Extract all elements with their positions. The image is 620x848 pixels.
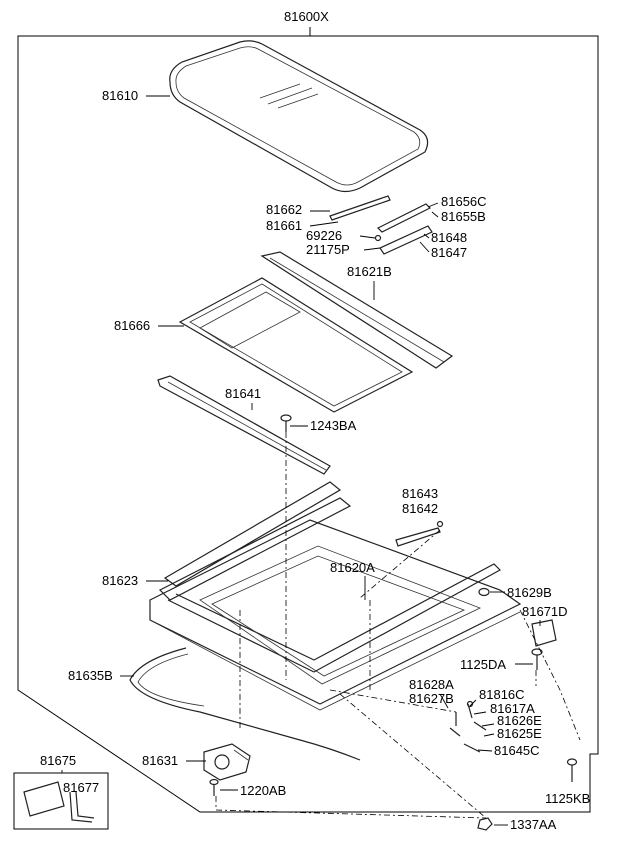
nut-1337AA xyxy=(477,817,493,831)
label-1125DA: 1125DA xyxy=(460,657,506,672)
guide-rail-81648 xyxy=(379,225,433,255)
sunroof-frame xyxy=(149,481,522,711)
drain-clip-81643 xyxy=(395,527,441,547)
label-81621B: 81621B xyxy=(347,264,392,279)
label-81635B: 81635B xyxy=(68,668,113,683)
label-81620A: 81620A xyxy=(330,560,375,575)
label-81629B: 81629B xyxy=(507,585,552,600)
drive-cable-81635B xyxy=(129,647,361,761)
label-1337AA: 1337AA xyxy=(510,817,557,832)
assembly-label: 81600X xyxy=(284,9,329,24)
deflector-81641 xyxy=(157,375,331,475)
label-81628A: 81628A xyxy=(409,677,454,692)
label-81677: 81677 xyxy=(63,780,99,795)
label-81631: 81631 xyxy=(142,753,178,768)
screw-1220AB xyxy=(209,778,219,796)
label-81641: 81641 xyxy=(225,386,261,401)
guide-rail-81656C xyxy=(376,203,432,233)
label-81626E: 81626E xyxy=(497,713,542,728)
label-81643: 81643 xyxy=(402,486,438,501)
label-1243BA: 1243BA xyxy=(310,418,357,433)
pin-69226 xyxy=(374,234,382,242)
glass-panel xyxy=(169,40,429,193)
motor-81631 xyxy=(203,743,251,781)
label-21175P: 21175P xyxy=(306,242,350,257)
bracket-81671D xyxy=(531,619,557,647)
label-81627B: 81627B xyxy=(409,691,454,706)
label-81661: 81661 xyxy=(266,218,302,233)
label-81662: 81662 xyxy=(266,202,302,217)
bolt-1125KB xyxy=(566,758,578,782)
label-81623: 81623 xyxy=(102,573,138,588)
label-81656C: 81656C xyxy=(441,194,487,209)
sunshade-frame xyxy=(178,251,454,413)
label-81617A: 81617A xyxy=(490,701,535,716)
kit-box-81675 xyxy=(13,772,109,830)
label-81610: 81610 xyxy=(102,88,138,103)
assembly-lines xyxy=(215,432,581,819)
bolt-1125DA xyxy=(531,648,543,670)
label-81625E: 81625E xyxy=(497,726,542,741)
label-81648: 81648 xyxy=(431,230,467,245)
small-fasteners xyxy=(449,700,487,753)
label-69226: 69226 xyxy=(306,228,342,243)
grommet-81629B xyxy=(478,587,490,597)
label-81666: 81666 xyxy=(114,318,150,333)
label-81671D: 81671D xyxy=(522,604,568,619)
bracket-81662 xyxy=(329,195,391,221)
label-81816C: 81816C xyxy=(479,687,525,702)
assembly-frame xyxy=(17,27,599,813)
label-81645C: 81645C xyxy=(494,743,540,758)
label-81647: 81647 xyxy=(431,245,467,260)
manual-81677 xyxy=(23,781,65,817)
label-81655B: 81655B xyxy=(441,209,486,224)
label-81642: 81642 xyxy=(402,501,438,516)
label-1125KB: 1125KB xyxy=(545,791,590,806)
label-1220AB: 1220AB xyxy=(240,783,286,798)
label-81675: 81675 xyxy=(40,753,76,768)
screw-1243BA xyxy=(280,414,292,432)
